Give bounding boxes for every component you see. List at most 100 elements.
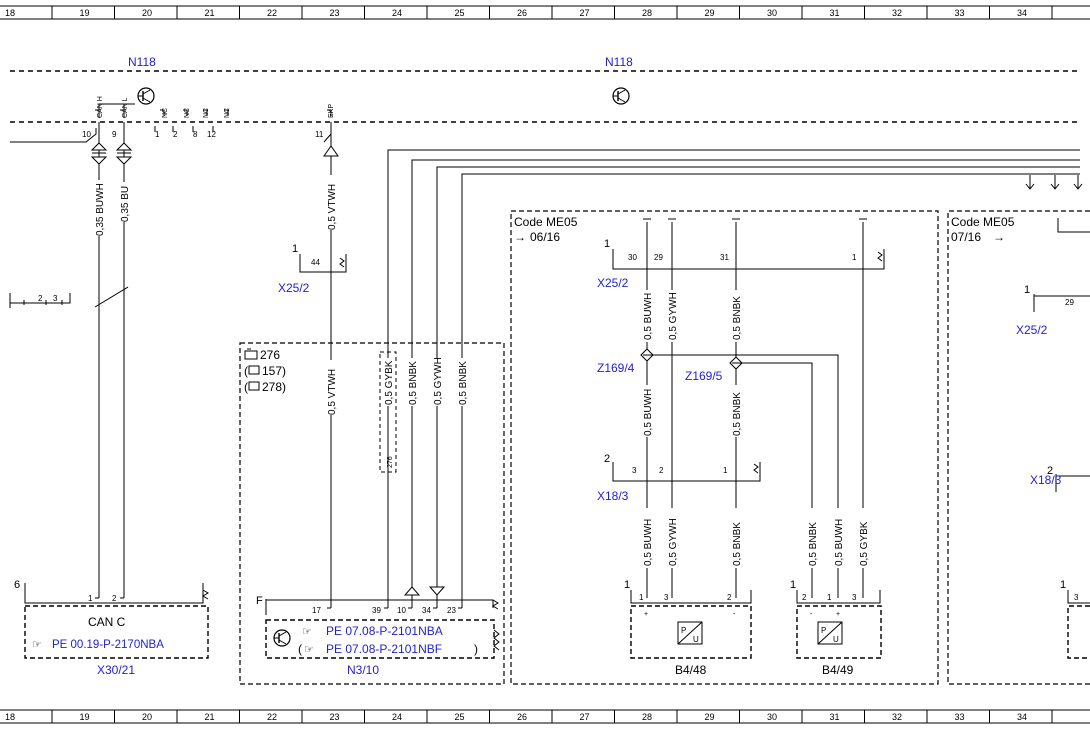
svg-text:(: ( xyxy=(298,642,302,656)
engine-icon xyxy=(248,381,260,391)
ruler-label: 34 xyxy=(1017,8,1027,18)
x30-21-label[interactable]: X30/21 xyxy=(97,663,135,677)
svg-text:(: ( xyxy=(244,380,248,394)
component-letter: F xyxy=(256,595,263,607)
can-c-ref-link[interactable]: PE 00.19-P-2170NBA xyxy=(52,639,164,651)
x18-3-label[interactable]: X18/3 xyxy=(597,489,629,503)
code-me05-region-left: Code ME05 → 06/16 1 30 29 31 1 X25/2 0,5… xyxy=(510,210,939,685)
polarity-sign: + xyxy=(644,611,648,618)
connector-number: 1 xyxy=(624,579,630,591)
pin-number: 2 xyxy=(173,130,178,139)
can-bus-wires: 0,35 BUWH 0,35 BU 2 3 xyxy=(9,122,133,598)
ruler-label: 21 xyxy=(204,8,214,18)
connector-number: 1 xyxy=(292,243,298,255)
wire-label: 0,5 BNBK xyxy=(732,522,743,566)
svg-text:P: P xyxy=(821,626,826,635)
n3-10-ref-link-2[interactable]: PE 07.08-P-2101NBF xyxy=(326,642,442,656)
b4-49-label: B4/49 xyxy=(822,663,854,677)
wire-label: 0,35 BU xyxy=(120,186,131,222)
pin-number: 10 xyxy=(82,130,91,139)
pin-number: 1 xyxy=(155,130,160,139)
polarity-sign: - xyxy=(810,611,813,618)
pin-number: 9 xyxy=(112,130,117,139)
wire-label: 0,5 BUWH xyxy=(834,519,845,566)
ruler-label: 24 xyxy=(392,8,402,18)
pin-number: 2 xyxy=(802,593,807,602)
pin-label-can-l: CAN L xyxy=(122,97,129,118)
x25-2-label[interactable]: X25/2 xyxy=(1016,323,1048,337)
wire-label: 0,5 GYWH xyxy=(668,518,679,566)
wire-label: 0,5 BNBK xyxy=(732,296,743,340)
x25-2-label[interactable]: X25/2 xyxy=(278,281,310,295)
svg-text:U: U xyxy=(833,635,839,644)
connector-number: 1 xyxy=(1060,579,1066,591)
pin-number: 29 xyxy=(1065,298,1074,307)
z169-5-label[interactable]: Z169/5 xyxy=(685,369,723,383)
n118-label-left[interactable]: N118 xyxy=(128,55,156,69)
ruler-label: 19 xyxy=(79,8,89,18)
code-me05-range: 07/16 xyxy=(951,230,981,244)
ruler-label: 23 xyxy=(329,712,339,722)
polarity-sign: + xyxy=(836,611,840,618)
ruler-label: 25 xyxy=(454,712,464,722)
pin-number: 8 xyxy=(193,130,198,139)
pin-number: 2 xyxy=(659,466,664,475)
ruler-label: 33 xyxy=(954,712,964,722)
wire-label: 0,5 GYBK xyxy=(384,360,395,405)
hand-pointer-icon: ☞ xyxy=(302,626,312,638)
ruler-label: 28 xyxy=(642,712,652,722)
pin-label-nc: NC xyxy=(162,108,169,118)
ruler-label: 19 xyxy=(79,712,89,722)
transistor-icon xyxy=(612,87,630,105)
ruler-label: 34 xyxy=(1017,712,1027,722)
z169-4-label[interactable]: Z169/4 xyxy=(597,361,635,375)
pin-number: 2 xyxy=(38,294,43,303)
connector-icon xyxy=(90,142,133,165)
pin-number: 1 xyxy=(723,466,728,475)
pin-number: 29 xyxy=(654,253,663,262)
pin-number: 3 xyxy=(53,294,58,303)
ruler-label: 27 xyxy=(579,8,589,18)
ruler-label: 28 xyxy=(642,8,652,18)
pin-number: 34 xyxy=(422,606,431,615)
ruler-label: 26 xyxy=(517,8,527,18)
wire-label: 0,5 VTWH xyxy=(327,369,338,415)
pin-number: 3 xyxy=(852,593,857,602)
wire-label: 0,35 BUWH xyxy=(95,183,106,236)
pin-number: 2 xyxy=(727,593,732,602)
pin-number: 11 xyxy=(315,130,324,139)
can-c-number: 6 xyxy=(14,579,20,591)
svg-text:→: → xyxy=(993,230,1005,244)
n118-label-right[interactable]: N118 xyxy=(605,55,633,69)
wire-label: 0,5 VTWH xyxy=(327,184,338,230)
x25-2-label[interactable]: X25/2 xyxy=(597,276,629,290)
transistor-icon xyxy=(137,87,155,105)
ruler-label: 18 xyxy=(5,8,15,18)
n118-module: N118 N118 CAN H CAN L NC NC NC NC EKP xyxy=(10,55,1080,143)
x18-3-label[interactable]: X18/3 xyxy=(1030,473,1062,487)
pin-number: 3 xyxy=(632,466,637,475)
connector-number: 1 xyxy=(1024,284,1030,296)
n3-10-region: 276 ( 157) ( 278) 276 0,5 GYBK 0,5 BNBK … xyxy=(239,149,1083,685)
ruler-label: 29 xyxy=(704,8,714,18)
ruler-label: 27 xyxy=(579,712,589,722)
pin-number: 17 xyxy=(312,606,321,615)
pin-number: 31 xyxy=(720,253,729,262)
hand-pointer-icon: ☞ xyxy=(32,639,42,651)
n3-10-label[interactable]: N3/10 xyxy=(347,663,379,677)
wire-label: 0,5 BNBK xyxy=(732,392,743,436)
code-me05-region-right: Code ME05 07/16 → 1 29 X25/2 2 X18/3 1 3 xyxy=(947,210,1090,685)
n3-10-ref-link-1[interactable]: PE 07.08-P-2101NBA xyxy=(326,624,443,638)
ruler-label: 24 xyxy=(392,712,402,722)
code-me05-label: Code ME05 xyxy=(514,215,578,229)
svg-text:P: P xyxy=(681,626,686,635)
ruler-label: 30 xyxy=(767,8,777,18)
engine-code: 278) xyxy=(262,380,286,394)
ruler-label: 26 xyxy=(517,712,527,722)
hand-pointer-icon: ☞ xyxy=(304,644,314,656)
svg-text:U: U xyxy=(693,635,699,644)
wire-label: 0,5 BNBK xyxy=(408,361,419,405)
pressure-sensor-icon: P U xyxy=(677,621,703,645)
